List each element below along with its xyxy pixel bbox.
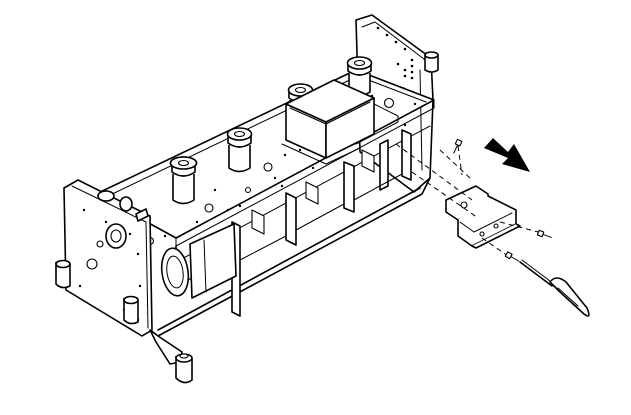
spool-post-4 — [346, 56, 373, 97]
alignment-lines — [395, 143, 539, 257]
removal-arrow-icon — [484, 138, 530, 172]
screws — [453, 138, 552, 262]
spool-post-1 — [169, 156, 198, 205]
rear-knob — [424, 51, 439, 73]
control-box — [281, 79, 399, 165]
legs — [55, 259, 193, 384]
spool-post-2 — [226, 127, 253, 173]
motor-cylinder — [160, 223, 237, 299]
screwdriver-icon — [519, 259, 590, 317]
front-knobs — [97, 190, 149, 249]
removed-bracket — [445, 185, 521, 249]
